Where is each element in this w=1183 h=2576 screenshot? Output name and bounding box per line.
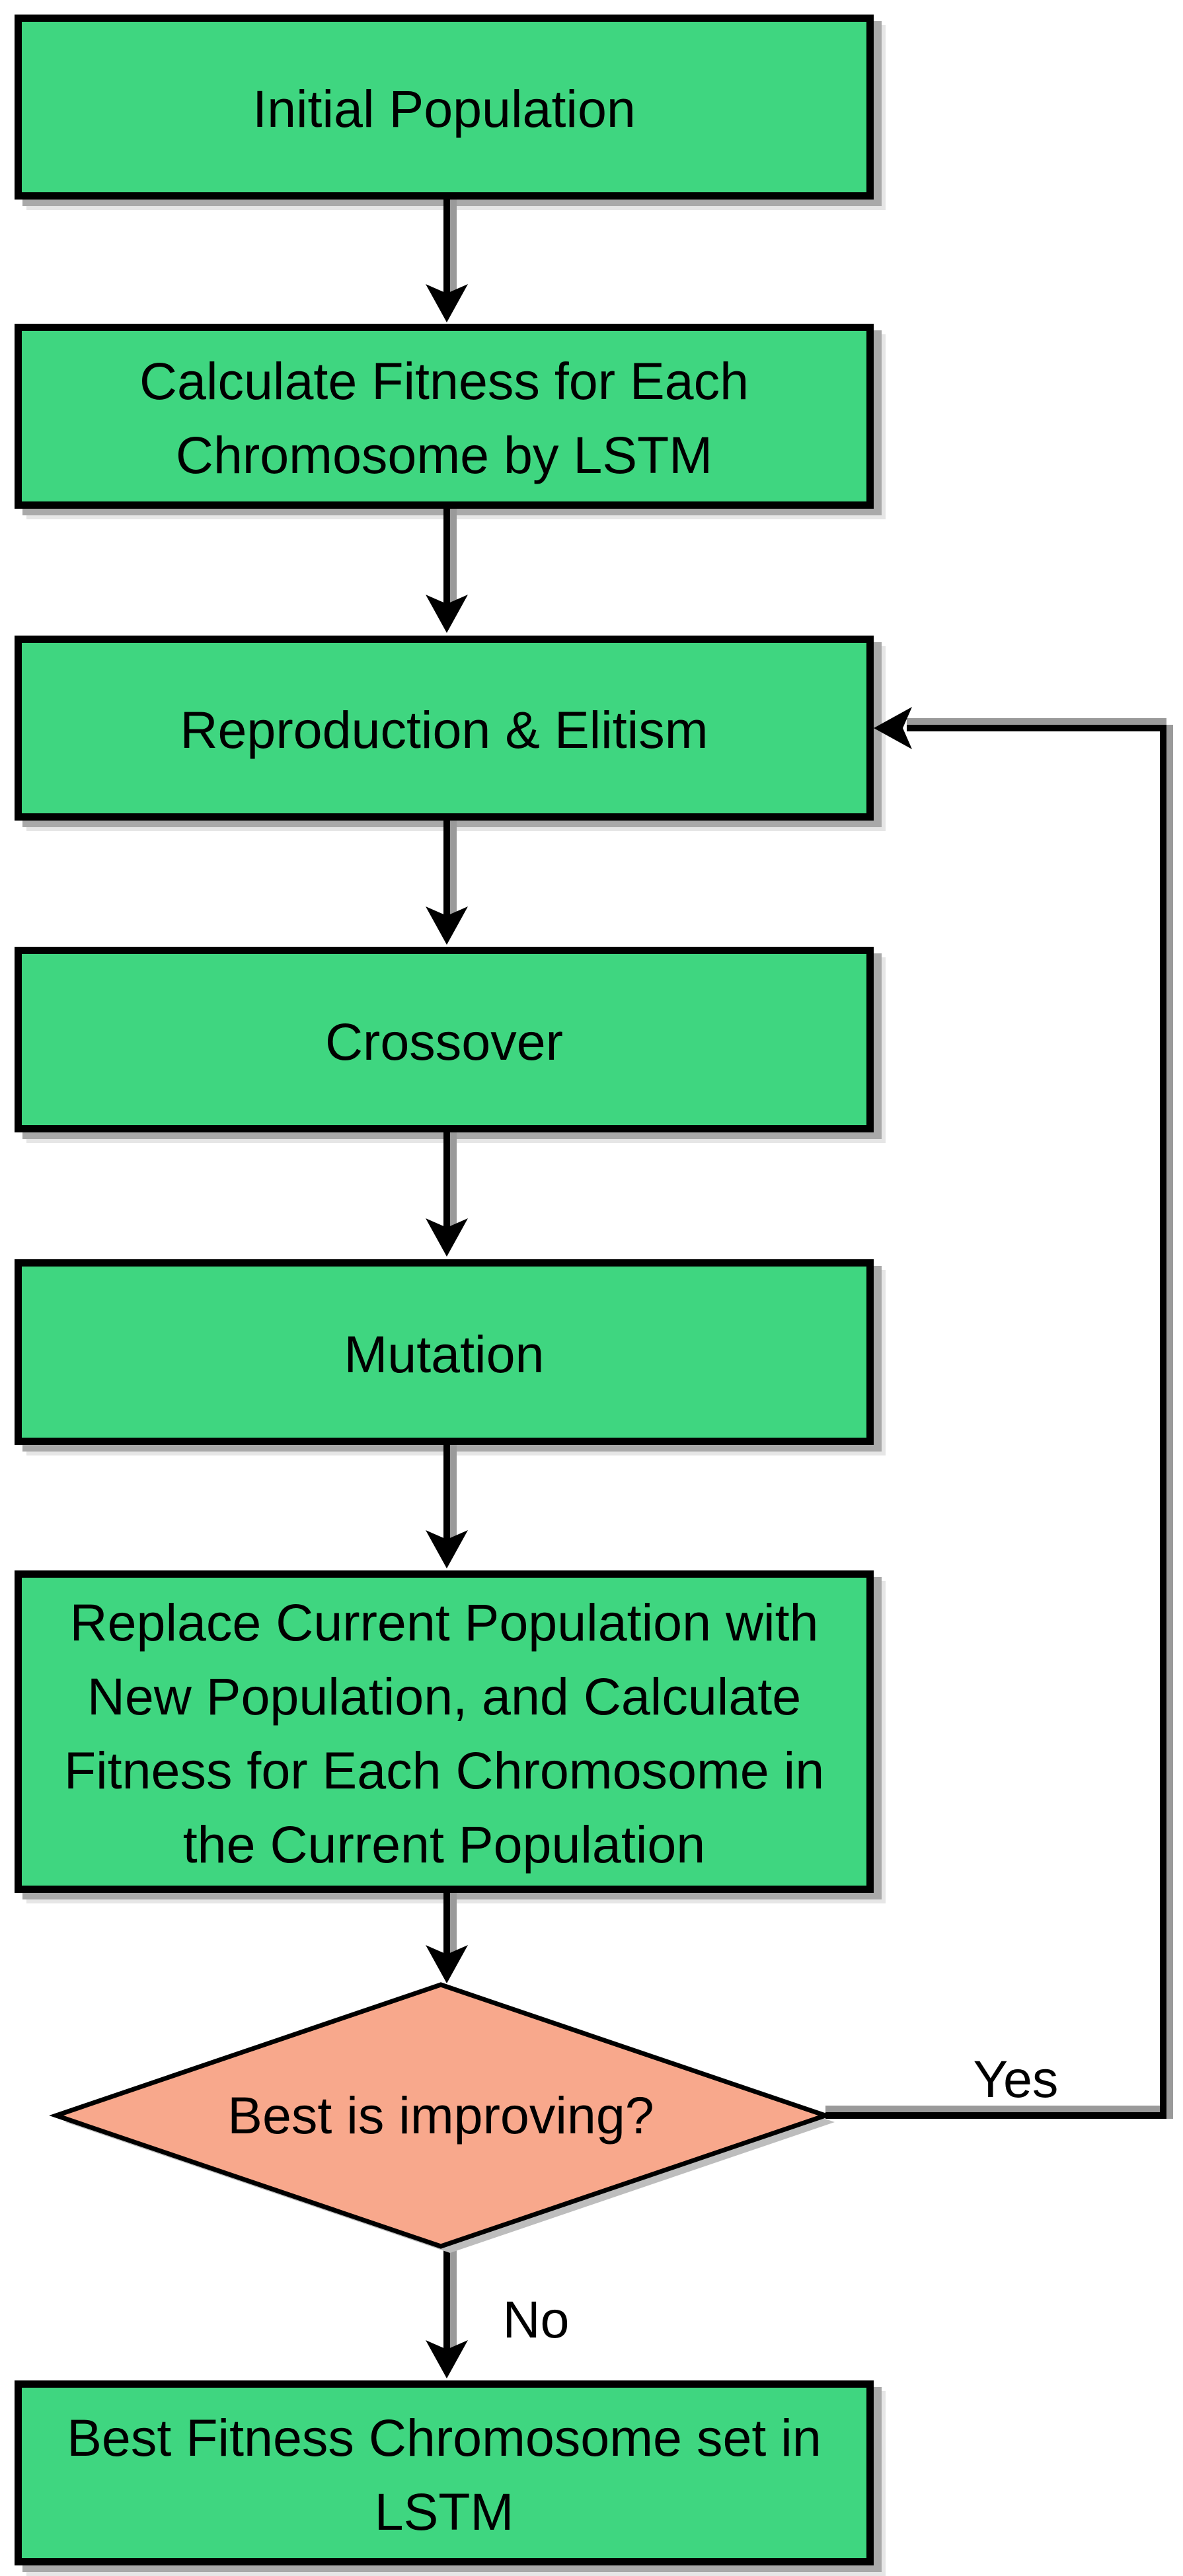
decision-diamond-shape	[49, 1982, 835, 2253]
process-box-initial-population: Initial Population	[15, 15, 874, 200]
diamond	[49, 1982, 833, 2249]
process-label: Best Fitness Chromosome set in	[67, 2408, 821, 2467]
process-label: Fitness for Each Chromosome in	[63, 1741, 825, 1800]
process-box-crossover: Crossover	[15, 947, 874, 1132]
connector-fitness-to-reproduction	[443, 509, 450, 607]
process-box-mutation: Mutation	[15, 1259, 874, 1445]
process-label: Initial Population	[252, 79, 636, 138]
arrowhead-down-icon	[426, 1218, 468, 1257]
connector-decision-to-best	[443, 2246, 450, 2352]
process-label: Chromosome by LSTM	[175, 425, 713, 484]
process-label: Reproduction & Elitism	[180, 700, 708, 759]
process-box-replace-population: Replace Current Population with New Popu…	[15, 1570, 874, 1893]
arrowhead-left-icon	[874, 707, 912, 749]
arrowhead-down-icon	[426, 284, 468, 322]
loop-top-segment	[907, 725, 1166, 731]
process-label: Replace Current Population with	[69, 1593, 819, 1652]
process-label: LSTM	[374, 2482, 514, 2541]
process-label: New Population, and Calculate	[87, 1667, 802, 1726]
process-box-best-fitness-set: Best Fitness Chromosome set in LSTM	[15, 2380, 874, 2565]
loop-bottom-segment	[825, 2112, 1166, 2119]
arrowhead-down-icon	[426, 595, 468, 633]
connector-initial-to-fitness	[443, 200, 450, 296]
edge-label-no: No	[502, 2290, 570, 2349]
connector-replace-to-decision	[443, 1893, 450, 1957]
process-label: the Current Population	[182, 1815, 706, 1874]
arrowhead-down-icon	[426, 906, 468, 945]
process-box-calculate-fitness: Calculate Fitness for Each Chromosome by…	[15, 324, 874, 509]
arrowhead-down-icon	[426, 2340, 468, 2378]
connector-reproduction-to-crossover	[443, 821, 450, 918]
process-box-reproduction-elitism: Reproduction & Elitism	[15, 636, 874, 821]
process-label: Mutation	[344, 1324, 545, 1383]
edge-label-yes: Yes	[973, 2049, 1059, 2108]
arrowhead-down-icon	[426, 1530, 468, 1568]
process-label: Calculate Fitness for Each	[139, 351, 749, 410]
process-label: Crossover	[325, 1012, 563, 1071]
decision-label: Best is improving?	[227, 2086, 654, 2145]
connector-crossover-to-mutation	[443, 1132, 450, 1230]
arrowhead-down-icon	[426, 1945, 468, 1983]
loop-vertical-segment	[1160, 725, 1166, 2119]
connector-mutation-to-replace	[443, 1445, 450, 1542]
